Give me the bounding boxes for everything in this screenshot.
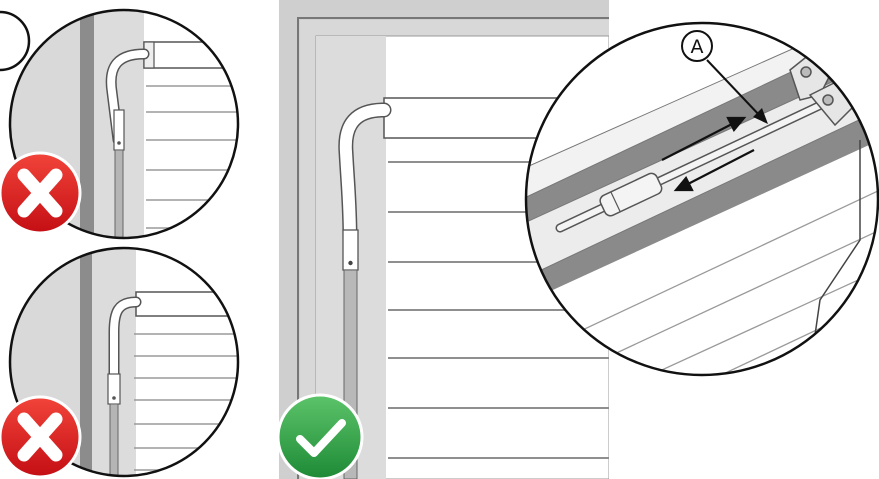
- x-mark-icon: [0, 397, 80, 477]
- partial-panel-edge: [0, 12, 29, 70]
- x-mark-icon: [0, 153, 80, 233]
- callout-label: A: [691, 36, 704, 58]
- check-mark-icon: [278, 395, 362, 479]
